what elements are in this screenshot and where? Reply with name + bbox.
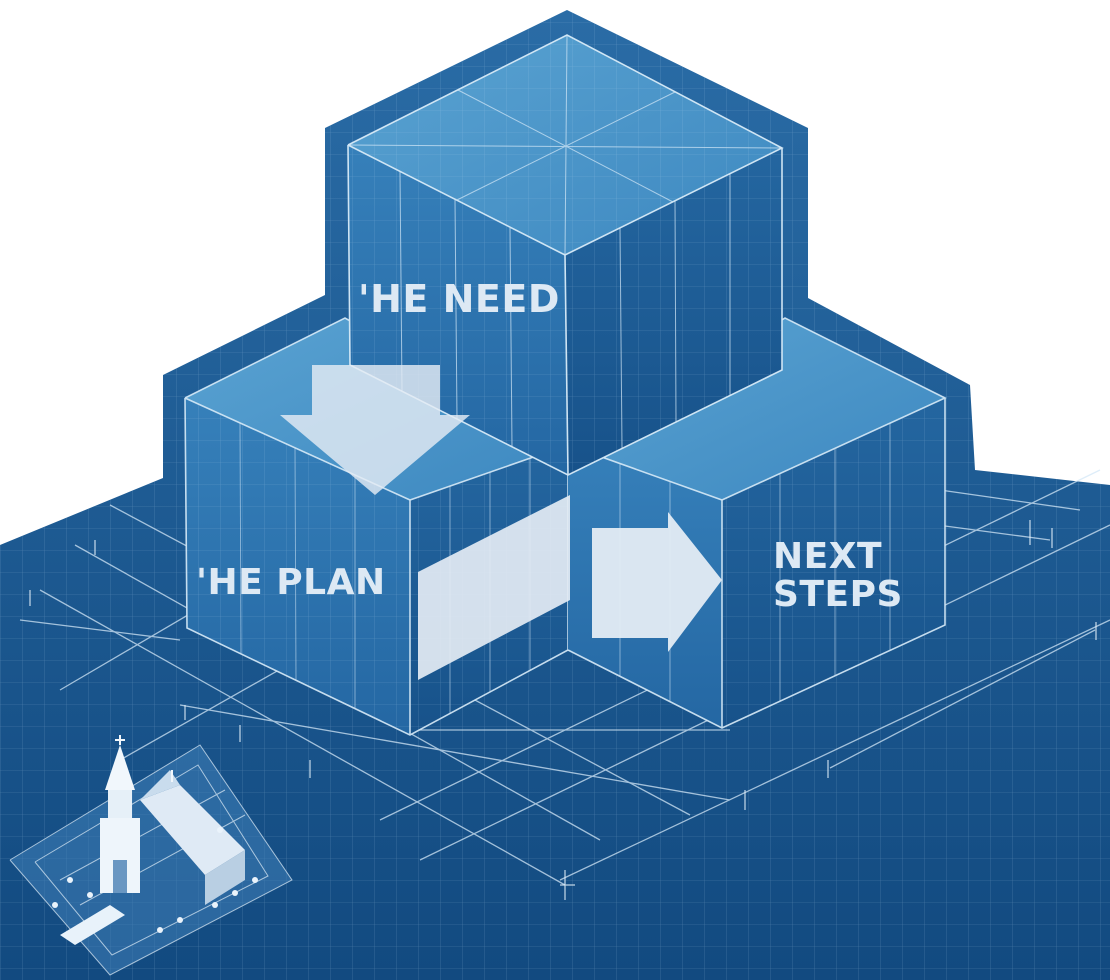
church-on-blueprint-illustration <box>9 735 293 976</box>
block-label-the-plan: 'HE PLAN <box>196 562 386 603</box>
cube-next-top-face <box>568 318 945 500</box>
arrow-connector-slab <box>418 495 570 680</box>
block-label-next-steps: NEXT STEPS <box>773 538 903 614</box>
arrow-down-need-to-plan <box>280 365 470 495</box>
block-label-the-need: 'HE NEED <box>358 277 560 321</box>
cube-the-need <box>347 34 784 476</box>
floor-tick-marks <box>29 520 1097 900</box>
arrow-right-plan-to-next <box>592 512 722 652</box>
next-steps-line-2: STEPS <box>773 574 903 615</box>
next-steps-line-1: NEXT <box>773 536 883 577</box>
